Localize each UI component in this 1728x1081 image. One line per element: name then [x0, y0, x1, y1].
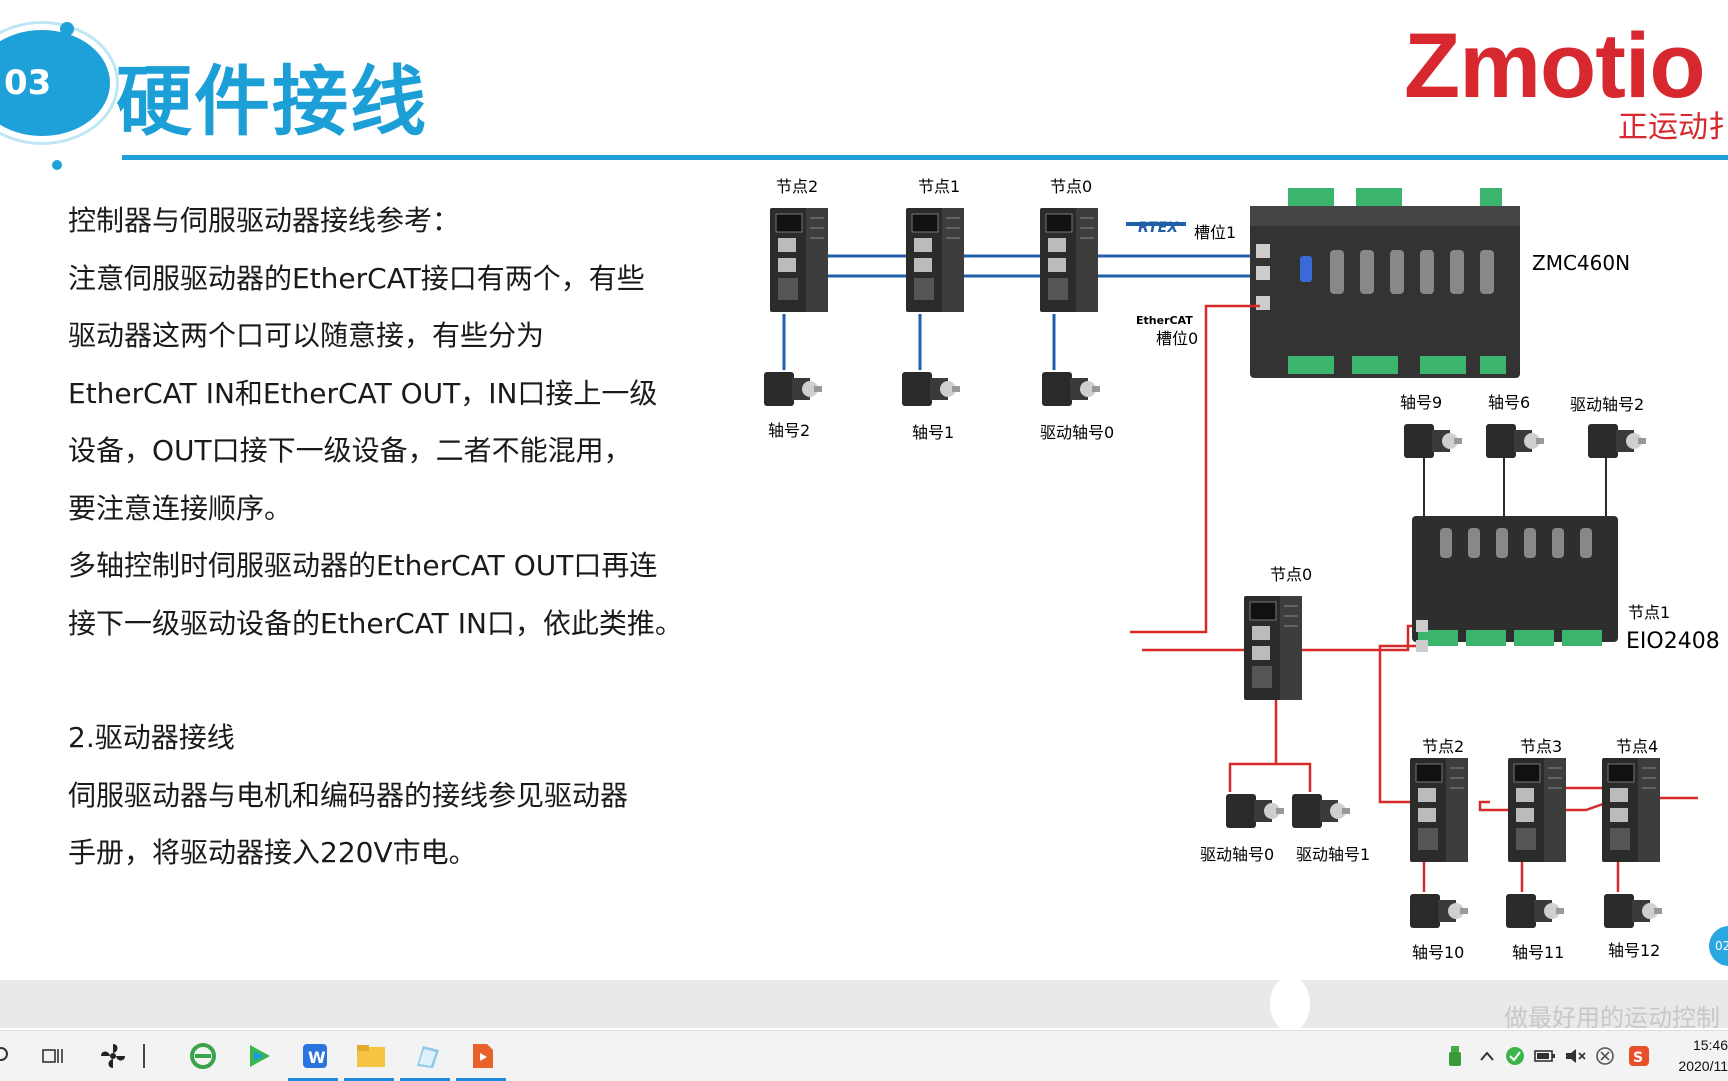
- media-player-icon[interactable]: [242, 1041, 276, 1071]
- body-line: 接下一级驱动设备的EtherCAT IN口，依此类推。: [68, 606, 683, 640]
- body-line: 控制器与伺服驱动器接线参考：: [68, 204, 461, 237]
- clock-date: 2020/11: [1678, 1058, 1728, 1074]
- wiring-diagram: 节点2 节点1 节点0 轴号2 轴号1 驱动轴号0 RTEX 槽位1 Ether…: [764, 177, 1720, 962]
- axis-label: 驱动轴号0: [1040, 423, 1114, 442]
- chevron-up-icon[interactable]: [1476, 1045, 1498, 1067]
- page-title: 硬件接线: [116, 57, 428, 146]
- node-label: 节点0: [1270, 565, 1312, 584]
- eio-name: EIO2408: [1626, 629, 1720, 654]
- controller-name: ZMC460N: [1532, 251, 1630, 275]
- node-label: 节点2: [776, 177, 818, 196]
- close-circle-icon[interactable]: [1594, 1045, 1616, 1067]
- decor-dot: [52, 160, 62, 170]
- axis-label: 驱动轴号1: [1296, 845, 1370, 864]
- battery-icon[interactable]: [1534, 1045, 1556, 1067]
- body-line: 设备，OUT口接下一级设备，二者不能混用，: [68, 434, 632, 467]
- brand-logo: Zmotio: [1404, 15, 1706, 117]
- ie-browser-icon[interactable]: [186, 1041, 220, 1071]
- system-clock[interactable]: 15:46 2020/11: [1668, 1035, 1728, 1077]
- taskbar: W S 15:46 2020/11: [0, 1030, 1728, 1081]
- slide: 03 硬件接线 Zmotio 正运动扌 控制器与伺服驱动器接线参考： 注意伺服驱…: [0, 15, 1728, 966]
- body-line: 伺服驱动器与电机和编码器的接线参见驱动器: [68, 778, 629, 812]
- axis-label: 轴号9: [1400, 393, 1442, 412]
- wps-tray-icon[interactable]: S: [1628, 1045, 1650, 1067]
- slot-label: 槽位1: [1194, 223, 1236, 242]
- taskbar-separator: [138, 1041, 150, 1071]
- node-label: 节点2: [1422, 737, 1464, 756]
- fan-app-icon[interactable]: [96, 1041, 130, 1071]
- node-label: 节点3: [1520, 737, 1562, 756]
- axis-label: 轴号1: [912, 423, 954, 442]
- svg-text:S: S: [1633, 1050, 1643, 1066]
- notepad-icon[interactable]: [410, 1041, 444, 1071]
- clock-time: 15:46: [1692, 1037, 1728, 1053]
- slide-footer-band: [0, 976, 1728, 1032]
- axis-label: 轴号12: [1608, 941, 1660, 960]
- body-line: 手册，将驱动器接入220V市电。: [68, 836, 477, 869]
- section2-title: 2.驱动器接线: [68, 721, 235, 754]
- network-status-icon[interactable]: [1504, 1045, 1526, 1067]
- search-icon[interactable]: [0, 1041, 20, 1071]
- body-line: 注意伺服驱动器的EtherCAT接口有两个，有些: [68, 261, 645, 295]
- axis-label: 轴号10: [1412, 943, 1464, 962]
- body-text: 控制器与伺服驱动器接线参考： 注意伺服驱动器的EtherCAT接口有两个，有些 …: [68, 192, 768, 882]
- body-line: EtherCAT IN和EtherCAT OUT，IN口接上一级: [68, 376, 658, 410]
- wps-writer-icon[interactable]: W: [298, 1041, 332, 1071]
- page-number-badge: 02: [1709, 926, 1728, 966]
- ethercat-logo: EtherCAT: [1136, 314, 1193, 327]
- presentation-icon[interactable]: [466, 1041, 500, 1071]
- axis-label: 驱动轴号2: [1570, 395, 1644, 414]
- decor-dot: [60, 22, 74, 36]
- file-explorer-icon[interactable]: [354, 1041, 388, 1071]
- axis-label: 轴号11: [1512, 943, 1564, 962]
- rtex-logo: RTEX: [1138, 220, 1179, 236]
- volume-muted-icon[interactable]: [1564, 1045, 1586, 1067]
- decor-dot: [68, 106, 86, 124]
- axis-label: 轴号6: [1488, 393, 1530, 412]
- usb-icon[interactable]: [1444, 1045, 1466, 1067]
- slogan-watermark: 做最好用的运动控制: [1504, 1004, 1720, 1032]
- section-number-badge: 03: [0, 24, 116, 142]
- svg-text:W: W: [308, 1048, 326, 1067]
- node-label: 节点4: [1616, 737, 1658, 756]
- task-view-icon[interactable]: [36, 1041, 70, 1071]
- node-label: 节点1: [918, 177, 960, 196]
- brand-subtitle: 正运动扌: [1618, 110, 1728, 145]
- body-line: 要注意连接顺序。: [68, 491, 293, 525]
- node-label: 节点1: [1628, 603, 1670, 622]
- body-line: 多轴控制时伺服驱动器的EtherCAT OUT口再连: [68, 549, 658, 582]
- node-label: 节点0: [1050, 177, 1092, 196]
- title-divider: [122, 155, 1728, 160]
- slot-label: 槽位0: [1156, 329, 1198, 348]
- axis-label: 驱动轴号0: [1200, 845, 1274, 864]
- axis-label: 轴号2: [768, 421, 810, 440]
- body-line: 驱动器这两个口可以随意接，有些分为: [68, 319, 545, 352]
